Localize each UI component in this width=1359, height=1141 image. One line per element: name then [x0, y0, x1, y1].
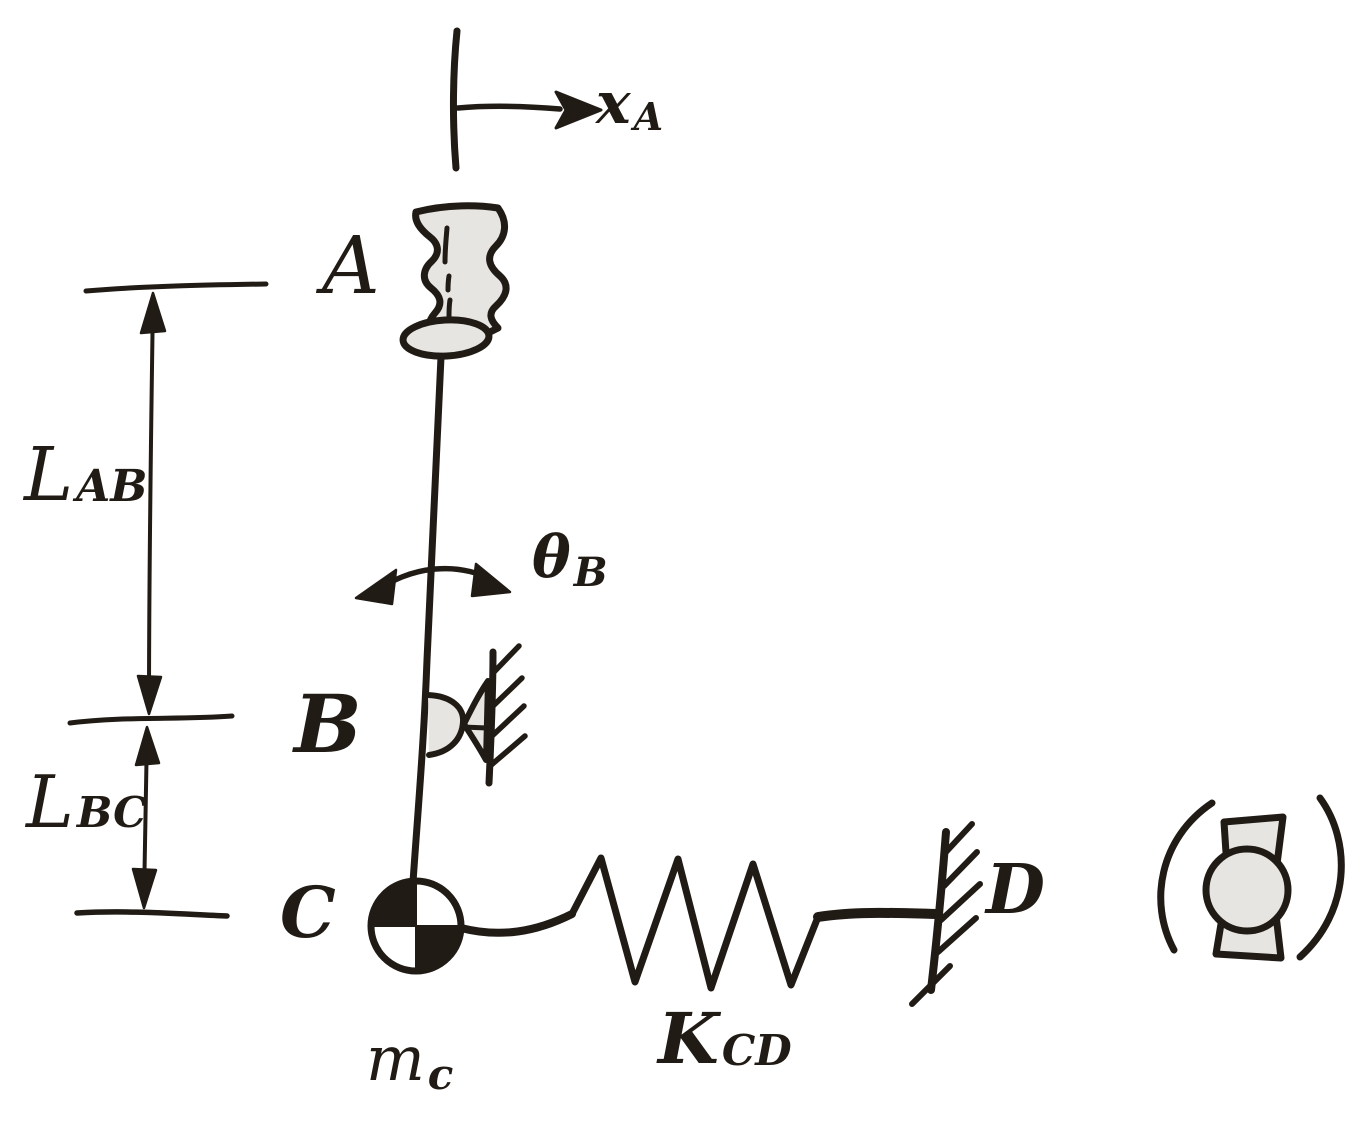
spring-lead-right [813, 907, 941, 922]
label-spring-cd-sub: CD [721, 1026, 792, 1076]
label-dim-bc-sub: BC [76, 788, 147, 838]
pin-right-wedge [461, 678, 491, 763]
pin-left-lobe [425, 692, 466, 758]
spring-zigzag [568, 854, 822, 992]
wall-d-hatch-3 [938, 881, 983, 923]
label-mass-c: m c [366, 1028, 453, 1096]
rotation-arrowhead-right [470, 562, 512, 598]
dim-arrow-up-a [139, 291, 167, 335]
dim-arrow-down-b [136, 674, 163, 716]
slider-centerline-dash-1 [442, 225, 450, 265]
label-point-c: C [280, 871, 336, 954]
mass-c-symbol [367, 877, 465, 975]
label-dim-bc-main: L [26, 760, 74, 844]
spring-lead-left [457, 910, 576, 937]
axis-arrowhead-icon [554, 90, 603, 130]
label-xa: x A [596, 74, 663, 136]
label-point-a: A [322, 219, 380, 312]
dimension-lbc [67, 713, 235, 919]
label-point-b: B [294, 677, 362, 771]
detail-paren-right [1296, 794, 1345, 961]
label-xa-main: x [596, 69, 631, 137]
wall-d-hatch-4 [935, 915, 979, 955]
label-dim-bc: L BC [26, 766, 147, 838]
slider-centerline-dash-2 [445, 273, 452, 293]
tick-level-b [67, 713, 235, 726]
label-dim-ab-sub: AB [76, 461, 148, 513]
wall-d-hatch-2 [941, 849, 980, 889]
pin-wall-hatch-1 [491, 643, 522, 675]
dimension-lab [83, 281, 269, 716]
rotation-arrowhead-left [354, 568, 398, 606]
slider-base-ellipse [399, 316, 493, 360]
spring-cd [457, 854, 941, 992]
slider-centerline-dash-3 [446, 297, 453, 319]
datum-vertical-line [449, 27, 461, 172]
dim-arrow-down-c [131, 867, 158, 910]
rod-abc [409, 353, 445, 886]
label-theta-b-main: θ [532, 523, 571, 591]
label-dim-ab: L AB [24, 438, 147, 512]
pin-wall-hatch-4 [487, 733, 528, 769]
pin-wall-hatch-3 [489, 703, 527, 739]
label-mass-c-sub: c [427, 1050, 454, 1100]
dim-line-ab [147, 298, 155, 708]
label-theta-b: θ B [532, 528, 608, 593]
wall-d-hatch-1 [943, 821, 975, 855]
label-spring-cd-main: K [658, 997, 719, 1080]
rotation-arc-theta-b [354, 562, 512, 606]
wall-d [909, 821, 983, 1007]
slider-support-a [399, 202, 510, 360]
axis-xa [449, 27, 603, 172]
tick-level-a [83, 281, 269, 294]
detail-paren-left [1157, 799, 1216, 954]
ball-joint-detail [1157, 794, 1345, 962]
mass-quadrant-top-left [370, 880, 417, 927]
label-theta-b-sub: B [573, 548, 608, 596]
wall-d-hatch-5 [909, 963, 953, 1007]
label-spring-cd: K CD [658, 1004, 792, 1074]
pin-wall-hatch-2 [490, 675, 525, 709]
label-xa-sub: A [633, 93, 664, 139]
label-mass-c-main: m [366, 1022, 425, 1095]
detail-ball [1202, 845, 1292, 935]
label-dim-ab-main: L [24, 432, 74, 518]
dim-arrow-up-bc [134, 725, 161, 767]
tick-level-c [74, 909, 230, 919]
mass-quadrant-bottom-right [415, 925, 462, 972]
axis-horizontal-line [455, 103, 563, 112]
pin-support-b [425, 643, 528, 787]
label-point-d: D [986, 850, 1045, 930]
pin-waist-link [460, 724, 490, 731]
